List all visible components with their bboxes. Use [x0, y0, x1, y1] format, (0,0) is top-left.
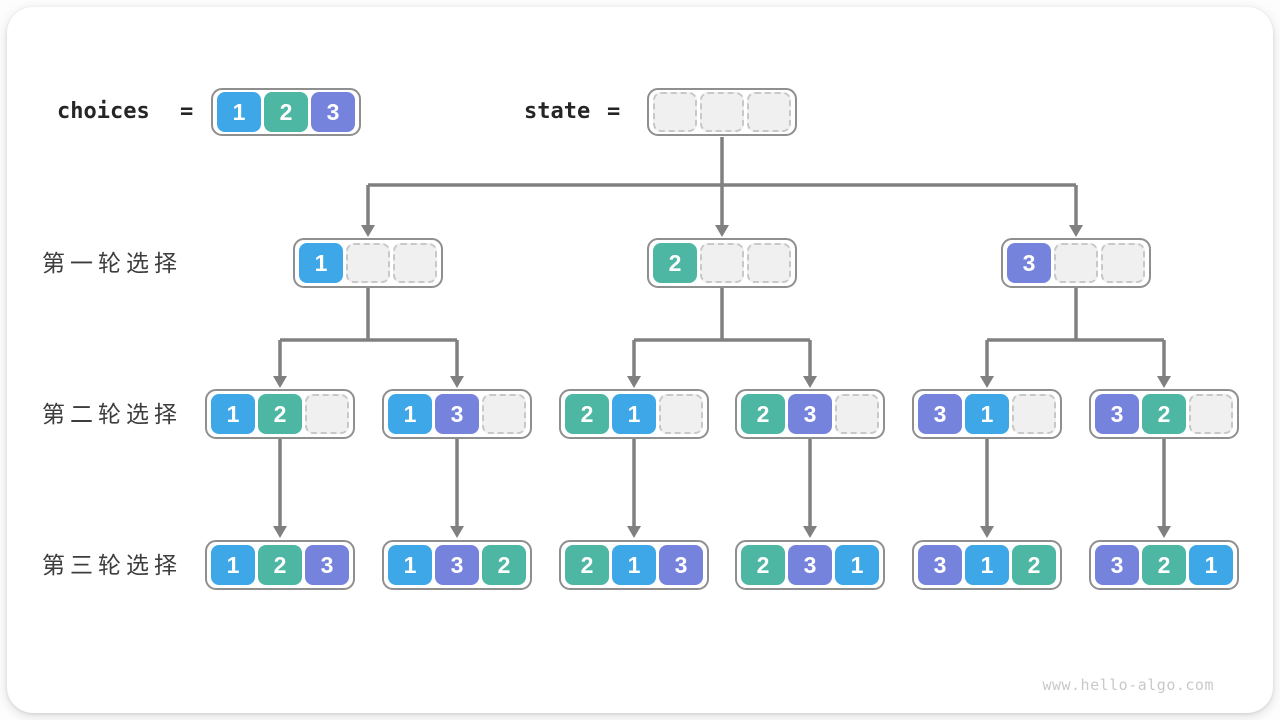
arrowhead-icon: [1157, 526, 1171, 538]
value-cell: 2: [258, 545, 302, 585]
value-cell: 3: [1007, 243, 1051, 283]
value-cell: 1: [612, 545, 656, 585]
arrowhead-icon: [980, 376, 994, 388]
empty-cell: [747, 92, 791, 132]
value-cell: 3: [918, 545, 962, 585]
arrowhead-icon: [803, 376, 817, 388]
value-cell: 2: [482, 545, 526, 585]
value-cell: 3: [1095, 394, 1139, 434]
row-label-round-2: 第二轮选择: [42, 401, 182, 427]
value-cell: 2: [258, 394, 302, 434]
empty-cell: [1101, 243, 1145, 283]
state-node-r1-3: 3: [1001, 238, 1151, 288]
value-cell: 1: [1189, 545, 1233, 585]
value-cell: 1: [211, 545, 255, 585]
empty-cell: [659, 394, 703, 434]
empty-cell: [393, 243, 437, 283]
empty-cell: [835, 394, 879, 434]
value-cell: 1: [965, 394, 1009, 434]
value-cell: 1: [388, 394, 432, 434]
value-cell: 2: [1142, 545, 1186, 585]
state-label: state: [524, 99, 591, 124]
value-cell: 3: [659, 545, 703, 585]
empty-cell: [700, 243, 744, 283]
arrowhead-icon: [450, 376, 464, 388]
empty-cell: [305, 394, 349, 434]
value-cell: 3: [918, 394, 962, 434]
value-cell: 3: [435, 545, 479, 585]
value-cell: 3: [435, 394, 479, 434]
arrowhead-icon: [715, 225, 729, 237]
arrowhead-icon: [803, 526, 817, 538]
value-cell: 1: [612, 394, 656, 434]
empty-cell: [747, 243, 791, 283]
value-cell: 1: [217, 92, 261, 132]
row-label-round-3: 第三轮选择: [42, 552, 182, 578]
empty-cell: [1012, 394, 1056, 434]
choices-equals-sign: =: [180, 99, 194, 124]
value-cell: 3: [788, 545, 832, 585]
state-array-box: [647, 88, 797, 136]
value-cell: 3: [305, 545, 349, 585]
empty-cell: [1054, 243, 1098, 283]
empty-cell: [482, 394, 526, 434]
value-cell: 3: [311, 92, 355, 132]
value-cell: 1: [211, 394, 255, 434]
empty-cell: [346, 243, 390, 283]
value-cell: 2: [565, 545, 609, 585]
value-cell: 3: [1095, 545, 1139, 585]
value-cell: 2: [741, 545, 785, 585]
empty-cell: [700, 92, 744, 132]
row-label-round-1: 第一轮选择: [42, 250, 182, 276]
empty-cell: [1189, 394, 1233, 434]
arrowhead-icon: [361, 225, 375, 237]
value-cell: 2: [653, 243, 697, 283]
state-node-r1-2: 2: [647, 238, 797, 288]
arrowhead-icon: [1157, 376, 1171, 388]
value-cell: 1: [835, 545, 879, 585]
arrowhead-icon: [627, 526, 641, 538]
value-cell: 3: [788, 394, 832, 434]
value-cell: 2: [741, 394, 785, 434]
arrowhead-icon: [980, 526, 994, 538]
value-cell: 2: [264, 92, 308, 132]
state-node-r1-1: 1: [293, 238, 443, 288]
arrowhead-icon: [273, 376, 287, 388]
watermark-url: www.hello-algo.com: [1042, 676, 1214, 694]
value-cell: 1: [965, 545, 1009, 585]
arrowhead-icon: [273, 526, 287, 538]
value-cell: 1: [388, 545, 432, 585]
value-cell: 2: [1142, 394, 1186, 434]
state-equals-sign: =: [607, 99, 621, 124]
arrowhead-icon: [450, 526, 464, 538]
empty-cell: [653, 92, 697, 132]
value-cell: 1: [299, 243, 343, 283]
value-cell: 2: [1012, 545, 1056, 585]
arrowhead-icon: [627, 376, 641, 388]
choices-label: choices: [57, 99, 150, 124]
value-cell: 2: [565, 394, 609, 434]
arrowhead-icon: [1069, 225, 1083, 237]
